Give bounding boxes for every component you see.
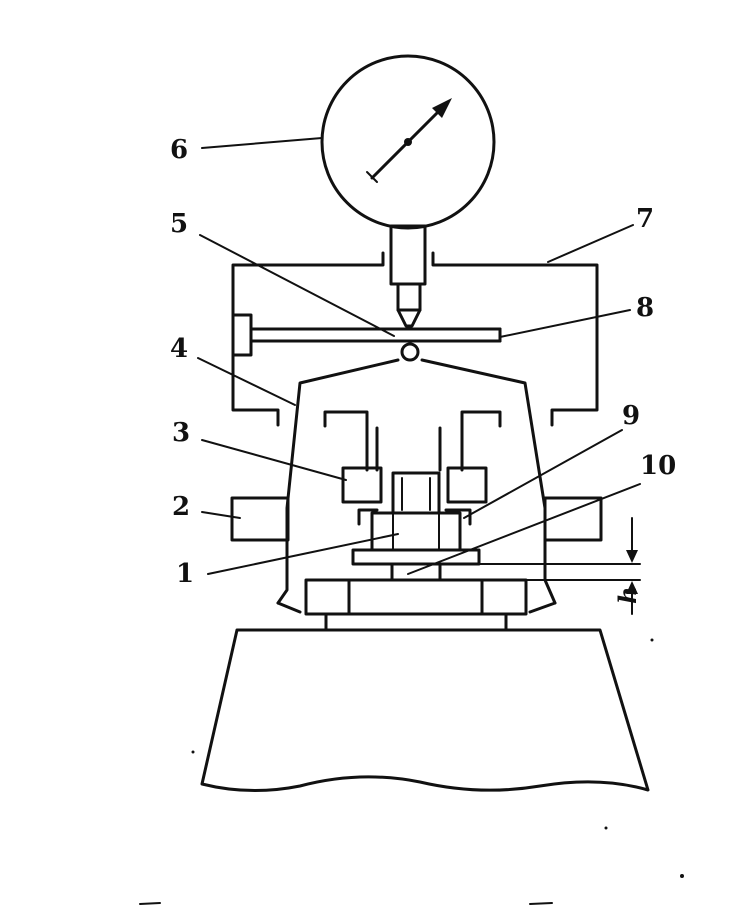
outer-knurled-ring-left: [230, 496, 290, 542]
callout-5: 5: [170, 209, 188, 239]
dim-arrow-down-icon: [626, 550, 638, 563]
callout-8: 8: [636, 293, 654, 323]
scan-speck: [680, 874, 684, 878]
callout-1: 1: [176, 559, 194, 589]
callout-10: 10: [640, 451, 676, 481]
specimen: [370, 471, 462, 552]
dim-arrow-up-icon: [626, 581, 638, 594]
needle-arrowhead-icon: [432, 98, 452, 118]
inner-knurled-ring-right: [446, 466, 488, 504]
dimension-h: [439, 517, 641, 615]
dial-face: [320, 54, 496, 230]
lower-clamp-block: [304, 578, 528, 632]
scan-mark: [139, 902, 161, 905]
inner-knurled-ring-left: [341, 466, 383, 504]
callout-3: 3: [172, 418, 190, 448]
callout-7: 7: [636, 204, 654, 234]
leader-lines: [197, 137, 641, 575]
callout-4: 4: [170, 334, 188, 364]
dial-spindle: [396, 282, 422, 312]
scan-speck: [191, 750, 195, 754]
callout-9: 9: [622, 401, 640, 431]
dimension-label-h: h: [613, 587, 642, 604]
dial-probe-tip: [396, 308, 422, 328]
scan-mark: [529, 902, 553, 905]
inner-hooks: [323, 410, 502, 526]
scan-speck: [604, 826, 608, 830]
callout-6: 6: [170, 135, 188, 165]
needle-tail-mark: [366, 171, 378, 183]
needle-pivot: [404, 138, 412, 146]
spacer-block: [390, 562, 442, 582]
bell-housing: [276, 358, 557, 614]
scan-speck: [650, 638, 654, 642]
dial-stem: [389, 224, 427, 286]
pivot-ball: [400, 342, 420, 362]
lever-arm: [231, 313, 502, 357]
dial-indicator: [320, 54, 496, 328]
frame-bracket: [231, 251, 599, 427]
base-plate: [351, 548, 481, 566]
machine-table: [200, 628, 650, 792]
callout-2: 2: [172, 492, 190, 522]
outer-knurled-ring-right: [543, 496, 603, 542]
lever-weight: [231, 313, 253, 357]
